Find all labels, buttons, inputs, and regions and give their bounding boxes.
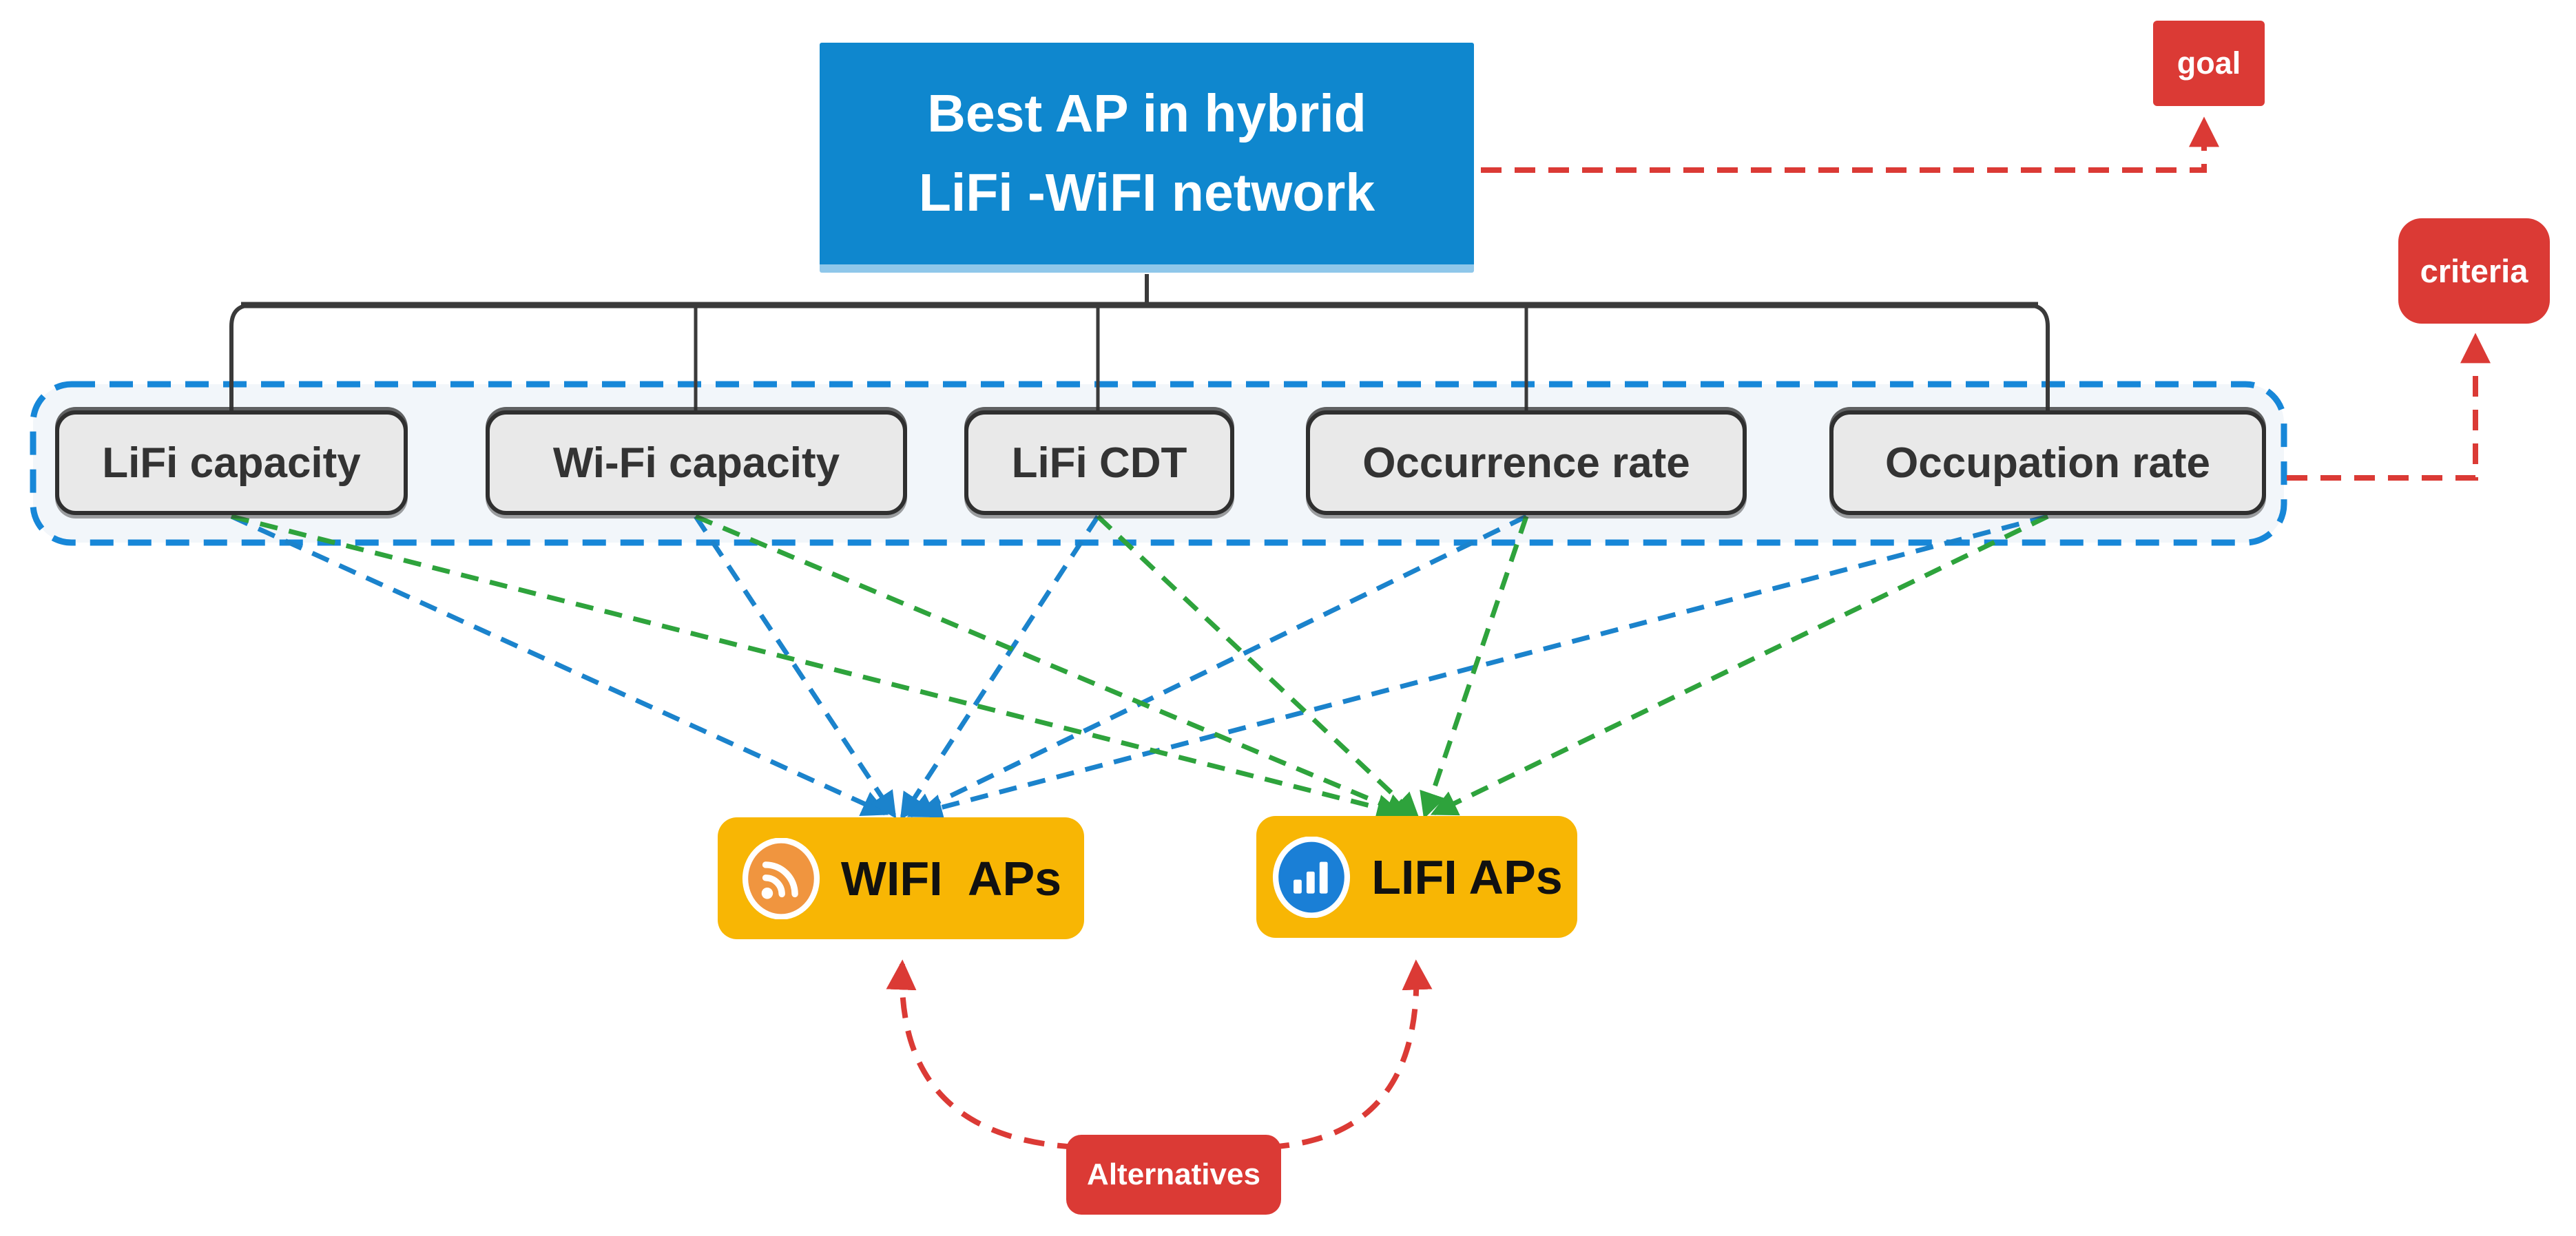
alternatives-to-wifi-line — [886, 959, 1079, 1150]
criterion-3-to-wifi-line — [900, 515, 1100, 820]
criterion-4-to-lifi-line — [1420, 515, 1529, 819]
criterion-occurrence-rate: Occurrence rate — [1306, 410, 1747, 515]
alternatives-tag: Alternatives — [1066, 1135, 1281, 1215]
criterion-3-to-lifi-line — [1096, 514, 1420, 819]
criterion-1-to-wifi-line — [230, 514, 889, 816]
criterion-2-to-wifi-line — [694, 515, 897, 819]
goal-annotation-line — [1481, 116, 2219, 173]
wifi-rss-icon — [742, 837, 820, 919]
lifi-aps-label: LIFI APs — [1371, 850, 1563, 904]
bar-chart-icon — [1273, 836, 1351, 918]
goal-node-line1: Best AP in hybrid — [927, 83, 1367, 143]
goal-node-line2: LiFi -WiFI network — [918, 163, 1375, 222]
criterion-2-to-lifi-line — [694, 514, 1413, 819]
criterion-occupation-rate: Occupation rate — [1829, 410, 2266, 515]
criterion-1-to-lifi-line — [231, 514, 1404, 821]
wifi-aps-label: WIFI APs — [840, 851, 1062, 905]
lifi-aps-node: LIFI APs — [1256, 816, 1577, 938]
alternatives-to-lifi-line — [1268, 959, 1433, 1150]
criterion-5-to-lifi-line — [1430, 514, 2049, 816]
goal-node: Best AP in hybrid LiFi -WiFI network — [820, 43, 1474, 273]
criterion-5-to-wifi-line — [915, 514, 2048, 821]
criteria-annotation-line — [2287, 333, 2491, 481]
goal-tag: goal — [2153, 21, 2265, 106]
criterion-wifi-capacity: Wi-Fi capacity — [486, 410, 907, 515]
criterion-lifi-capacity: LiFi capacity — [55, 410, 408, 515]
criterion-4-to-wifi-line — [906, 514, 1528, 818]
wifi-aps-node: WIFI APs — [718, 817, 1084, 939]
criterion-lifi-cdt: LiFi CDT — [964, 410, 1234, 515]
criteria-tag: criteria — [2398, 218, 2550, 324]
